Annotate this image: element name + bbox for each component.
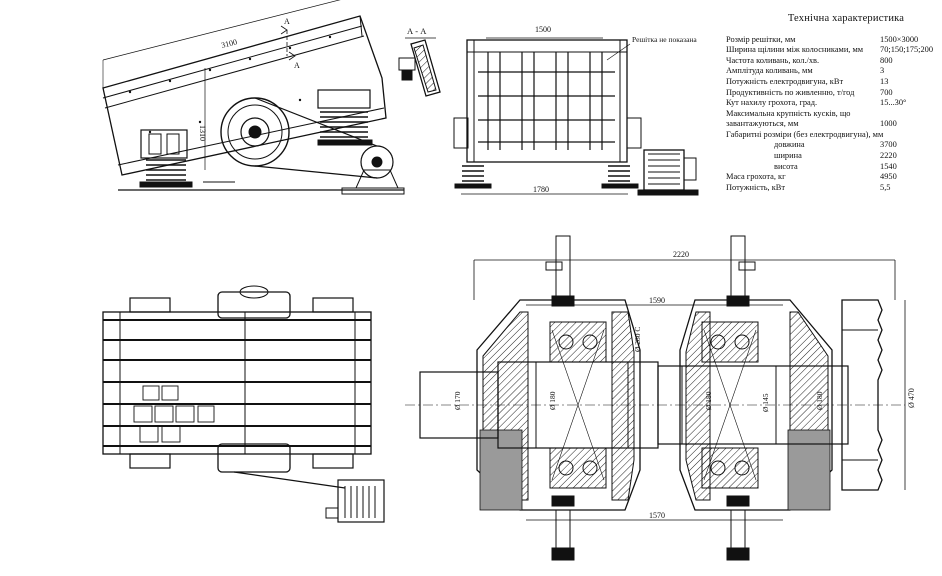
dia-right-shaft: Ø 180 [815, 391, 824, 410]
spec-label: Потужність електродвигуна, кВт [726, 76, 844, 86]
side-dim-length: 3100 [220, 37, 238, 50]
plan-grate-bars [103, 319, 371, 447]
spec-row: Продуктивність по живленню, т/год 700 [726, 88, 936, 99]
spec-value: 13 [880, 76, 889, 86]
dia-right-bearing: Ø 180 [704, 391, 713, 410]
right-bearing [701, 321, 759, 489]
spec-value: 15...30° [880, 98, 907, 108]
spec-row: Маса грохота, кг 4950 [726, 172, 936, 183]
spec-label: ширина [774, 150, 802, 160]
spec-row: Амплітуда коливань, мм 3 [726, 66, 936, 77]
spec-value: 1540 [880, 161, 897, 171]
spec-label: висота [774, 161, 798, 171]
dim-upper: 1590 [649, 296, 665, 305]
grate-note: Решітка не показана [632, 35, 697, 44]
side-view [102, 0, 405, 195]
spec-label: довжина [774, 140, 805, 150]
spec-row: Кут нахилу грохота, град. 15...30° [726, 98, 936, 109]
spec-table: Технічна характеристика Розмір решітки, … [726, 13, 936, 194]
side-dim-height: 1310 [198, 125, 207, 141]
front-dim-bottom: 1780 [533, 185, 549, 194]
plan-view [102, 285, 385, 523]
spec-row: висота 1540 [726, 162, 936, 173]
spec-label: Маса грохота, кг [726, 172, 786, 182]
spec-row: Потужність, кВт 5,5 [726, 183, 936, 194]
spec-row: ширина 2220 [726, 151, 936, 162]
dim-lower: 1570 [649, 511, 665, 520]
spec-row: Ширина щілини між колосниками, мм 70;150;… [726, 45, 936, 56]
spec-value: 70;150;175;200 [880, 45, 934, 55]
spec-value: 3700 [880, 140, 897, 150]
spec-value: 3 [880, 66, 885, 76]
spec-row: Частота коливань, кол./хв. 800 [726, 56, 936, 67]
spec-label: Амплітуда коливань, мм [726, 66, 813, 76]
rivet-row [128, 35, 332, 134]
spec-value: 2220 [880, 150, 897, 160]
front-view [453, 39, 699, 196]
spec-label: Максимальна крупність кусків, що заванта… [726, 108, 851, 129]
grate-note-line: Решітка не показана [632, 35, 697, 44]
dia-left-bearing: Ø 180 [548, 391, 557, 410]
dim-overall: 2220 [673, 250, 689, 259]
spec-title: Технічна характеристика [787, 13, 905, 24]
section-mark-lower: A [294, 61, 300, 70]
spec-label: Розмір решітки, мм [726, 34, 796, 44]
spec-label: Частота коливань, кол./хв. [726, 55, 820, 65]
dim-pulley: Ø 470 [907, 388, 916, 408]
spec-label: Кут нахилу грохота, град. [726, 98, 818, 108]
spec-value: 700 [880, 87, 893, 97]
spec-value: 800 [880, 55, 893, 65]
spec-label: Продуктивність по живленню, т/год [726, 87, 855, 97]
vibrator-section [405, 235, 906, 561]
spec-label: Габаритні розміри (без електродвигуна), … [726, 129, 884, 139]
grate-bars [478, 52, 615, 150]
dia-housing: Ø 280 С [633, 327, 642, 352]
spec-row: Максимальна крупність кусків, що заванта… [726, 109, 936, 130]
spec-row: Потужність електродвигуна, кВт 13 [726, 77, 936, 88]
section-mark-upper: A [284, 17, 290, 26]
spec-value: 5,5 [880, 182, 891, 192]
tie-rods [545, 235, 756, 561]
section-aa-title: А - А [407, 26, 427, 36]
spec-value: 4950 [880, 172, 897, 182]
spec-row: довжина 3700 [726, 140, 936, 151]
spec-label: Потужність, кВт [726, 182, 786, 192]
spec-row: Розмір решітки, мм 1500×3000 [726, 35, 936, 46]
section-aa-view [398, 37, 441, 97]
spec-row: Габаритні розміри (без електродвигуна), … [726, 130, 936, 141]
front-dim-top: 1500 [535, 25, 551, 34]
dia-right-inner: Ø 145 [761, 393, 770, 412]
spec-value: 1000 [880, 119, 897, 129]
left-bearing [549, 321, 607, 489]
spec-value: 1500×3000 [880, 34, 919, 44]
spec-label: Ширина щілини між колосниками, мм [726, 45, 864, 55]
rock-blocks [133, 385, 215, 443]
dia-left-shaft: Ø 170 [453, 391, 462, 410]
